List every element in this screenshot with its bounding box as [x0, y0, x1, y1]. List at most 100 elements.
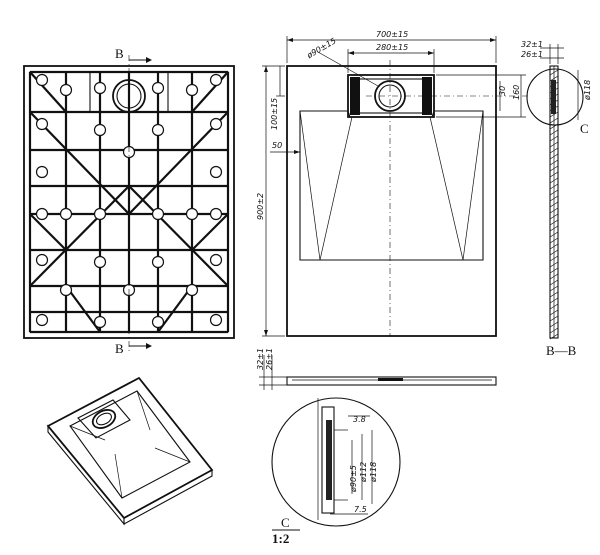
section-hatch-line: [549, 69, 559, 76]
underside-boss: [35, 73, 49, 87]
section-hatch-line: [549, 165, 559, 172]
section-hatch-line: [549, 327, 559, 334]
section-hatch-line: [549, 243, 559, 250]
iso-drain-box: [77, 399, 131, 439]
underside-boss: [59, 283, 73, 297]
section-hatch-line: [549, 117, 559, 124]
section-label-b-bottom: B: [115, 341, 124, 356]
section-hatch-line: [549, 333, 559, 340]
underside-boss: [35, 313, 49, 327]
dim-drain-box-width: 280±15: [376, 43, 408, 52]
dim-dia-118-right: ø118: [583, 80, 592, 101]
dim-thickness-32: 32±1: [521, 40, 543, 49]
section-hatch-line: [549, 177, 559, 184]
section-hatch-line: [549, 267, 559, 274]
underside-boss: [209, 165, 223, 179]
section-hatch-line: [549, 147, 559, 154]
section-hatch-line: [549, 213, 559, 220]
detail-c-view: 3.8 ø90±5 ø112 ø118 7.5 C 1:2: [271, 397, 401, 546]
underside-boss: [151, 315, 165, 329]
underside-bosses: [35, 73, 223, 329]
slope-panel: [299, 110, 484, 261]
detail-c-profile: [321, 406, 335, 514]
detail-c-drain-body: [326, 420, 332, 500]
detail-c-callout-circle: [526, 68, 584, 126]
section-hatch-line: [549, 273, 559, 280]
section-drain-cut: [551, 80, 556, 114]
iso-drain-ring: [91, 409, 117, 429]
underside-boss: [59, 207, 73, 221]
underside-boss: [35, 207, 49, 221]
tray-outline: [286, 65, 497, 337]
section-hatch-line: [549, 153, 559, 160]
underside-boss: [151, 255, 165, 269]
rib-diagonal: [191, 213, 229, 251]
underside-boss: [93, 255, 107, 269]
dim-margin-left: 50: [272, 141, 282, 150]
underside-boss: [209, 73, 223, 87]
top-view: [286, 60, 530, 337]
section-bb-view: C B—B 32±1 26±1 ø118: [521, 40, 592, 358]
section-hatch-line: [549, 255, 559, 262]
underside-boss: [93, 315, 107, 329]
dim-detail-dia-90: ø90±5: [349, 465, 358, 493]
underside-boss: [209, 253, 223, 267]
rib-diagonal: [29, 111, 130, 215]
section-hatch-line: [549, 249, 559, 256]
section-arrowhead-bottom: [146, 343, 152, 349]
rib-diagonal: [29, 213, 67, 251]
underside-boss: [59, 83, 73, 97]
dim-front-32: 32±1: [256, 348, 265, 370]
section-hatch-line: [549, 231, 559, 238]
underside-boss: [209, 313, 223, 327]
section-hatch-line: [549, 279, 559, 286]
section-hatch-line: [549, 195, 559, 202]
underside-boss: [151, 123, 165, 137]
underside-boss: [35, 165, 49, 179]
slope-line-center-left: [319, 116, 353, 261]
underside-boss: [93, 123, 107, 137]
detail-c-scale: 1:2: [272, 531, 289, 546]
underside-boss: [209, 207, 223, 221]
section-hatch-line: [549, 303, 559, 310]
section-hatch: [549, 69, 559, 340]
underside-boss: [35, 253, 49, 267]
section-hatch-line: [549, 219, 559, 226]
section-hatch-line: [549, 261, 559, 268]
dim-detail-3-8: 3.8: [353, 415, 366, 424]
dim-detail-7-5: 7.5: [354, 505, 367, 514]
section-hatch-line: [549, 309, 559, 316]
underside-boss: [185, 83, 199, 97]
isometric-view: [46, 376, 214, 526]
detail-c-label: C: [580, 121, 589, 136]
rib-diagonal: [128, 185, 229, 287]
iso-drain-inner: [96, 412, 112, 426]
underside-boss: [93, 207, 107, 221]
drain-box-left-wall: [350, 77, 360, 115]
section-hatch-line: [549, 315, 559, 322]
underside-boss: [93, 81, 107, 95]
rib-diagonal: [29, 185, 130, 287]
section-hatch-line: [549, 141, 559, 148]
dim-drain-depth: 30: [498, 86, 507, 96]
front-profile: [286, 376, 497, 386]
section-hatch-line: [549, 297, 559, 304]
slope-line-center-right: [429, 116, 464, 261]
section-bb-label: B—B: [546, 343, 577, 358]
rib-diagonal: [29, 71, 67, 113]
underside-boss: [35, 117, 49, 131]
section-hatch-line: [549, 129, 559, 136]
rib-diagonal: [128, 111, 229, 215]
section-marker-b: B B: [115, 46, 152, 356]
section-hatch-line: [549, 321, 559, 328]
section-hatch-line: [549, 135, 559, 142]
iso-top-face: [46, 376, 214, 520]
dim-drain-box-160: 160: [512, 85, 521, 100]
dim-detail-dia-112: ø112: [359, 462, 368, 483]
dim-detail-dia-118: ø118: [369, 462, 378, 483]
rib-diagonal: [191, 71, 229, 113]
underside-boss: [209, 117, 223, 131]
section-hatch-line: [549, 189, 559, 196]
section-arrowhead-top: [146, 57, 152, 63]
underside-boss: [185, 207, 199, 221]
